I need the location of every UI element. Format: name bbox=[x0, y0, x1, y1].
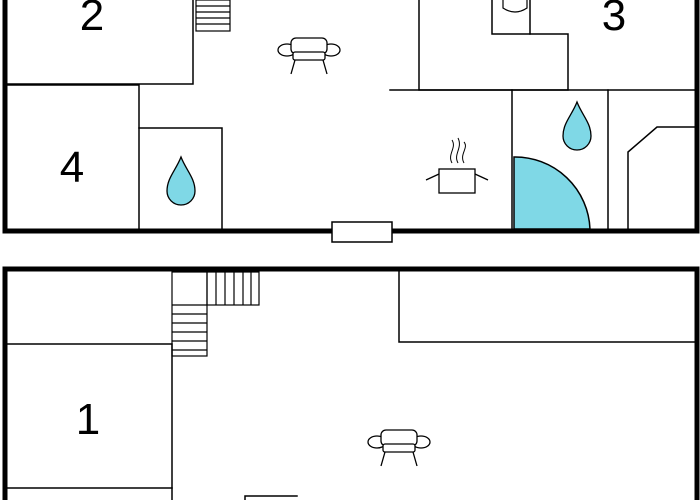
staircase-icon bbox=[195, 0, 231, 32]
lower-floor bbox=[2, 266, 700, 500]
lower-bottom-partition bbox=[244, 495, 298, 500]
room-number-3: 3 bbox=[602, 0, 626, 40]
cooking-pot-icon bbox=[425, 137, 489, 194]
room-number-2: 2 bbox=[80, 0, 104, 40]
sofa-icon bbox=[367, 429, 431, 467]
room-3-walls bbox=[418, 0, 569, 91]
right-bathroom-walls bbox=[511, 89, 609, 232]
upper-floor bbox=[2, 0, 700, 243]
right-corner-room bbox=[627, 126, 698, 232]
water-drop-icon bbox=[562, 100, 592, 151]
staircase-icon bbox=[171, 271, 260, 357]
room-2-walls bbox=[4, 0, 194, 85]
water-drop-icon bbox=[166, 155, 196, 206]
room-number-1: 1 bbox=[76, 395, 100, 444]
lower-right-room-walls bbox=[398, 268, 698, 343]
shower-tray bbox=[513, 156, 591, 230]
sofa-icon bbox=[277, 37, 341, 75]
lower-outer-wall bbox=[2, 266, 700, 500]
room-3-closet bbox=[491, 0, 531, 35]
room-number-4: 4 bbox=[60, 143, 84, 192]
room-4-walls bbox=[4, 84, 140, 232]
toilet-icon bbox=[502, 0, 528, 13]
entrance-mat bbox=[331, 221, 393, 243]
upper-outer-wall bbox=[2, 0, 700, 234]
left-bathroom-walls bbox=[138, 127, 223, 232]
